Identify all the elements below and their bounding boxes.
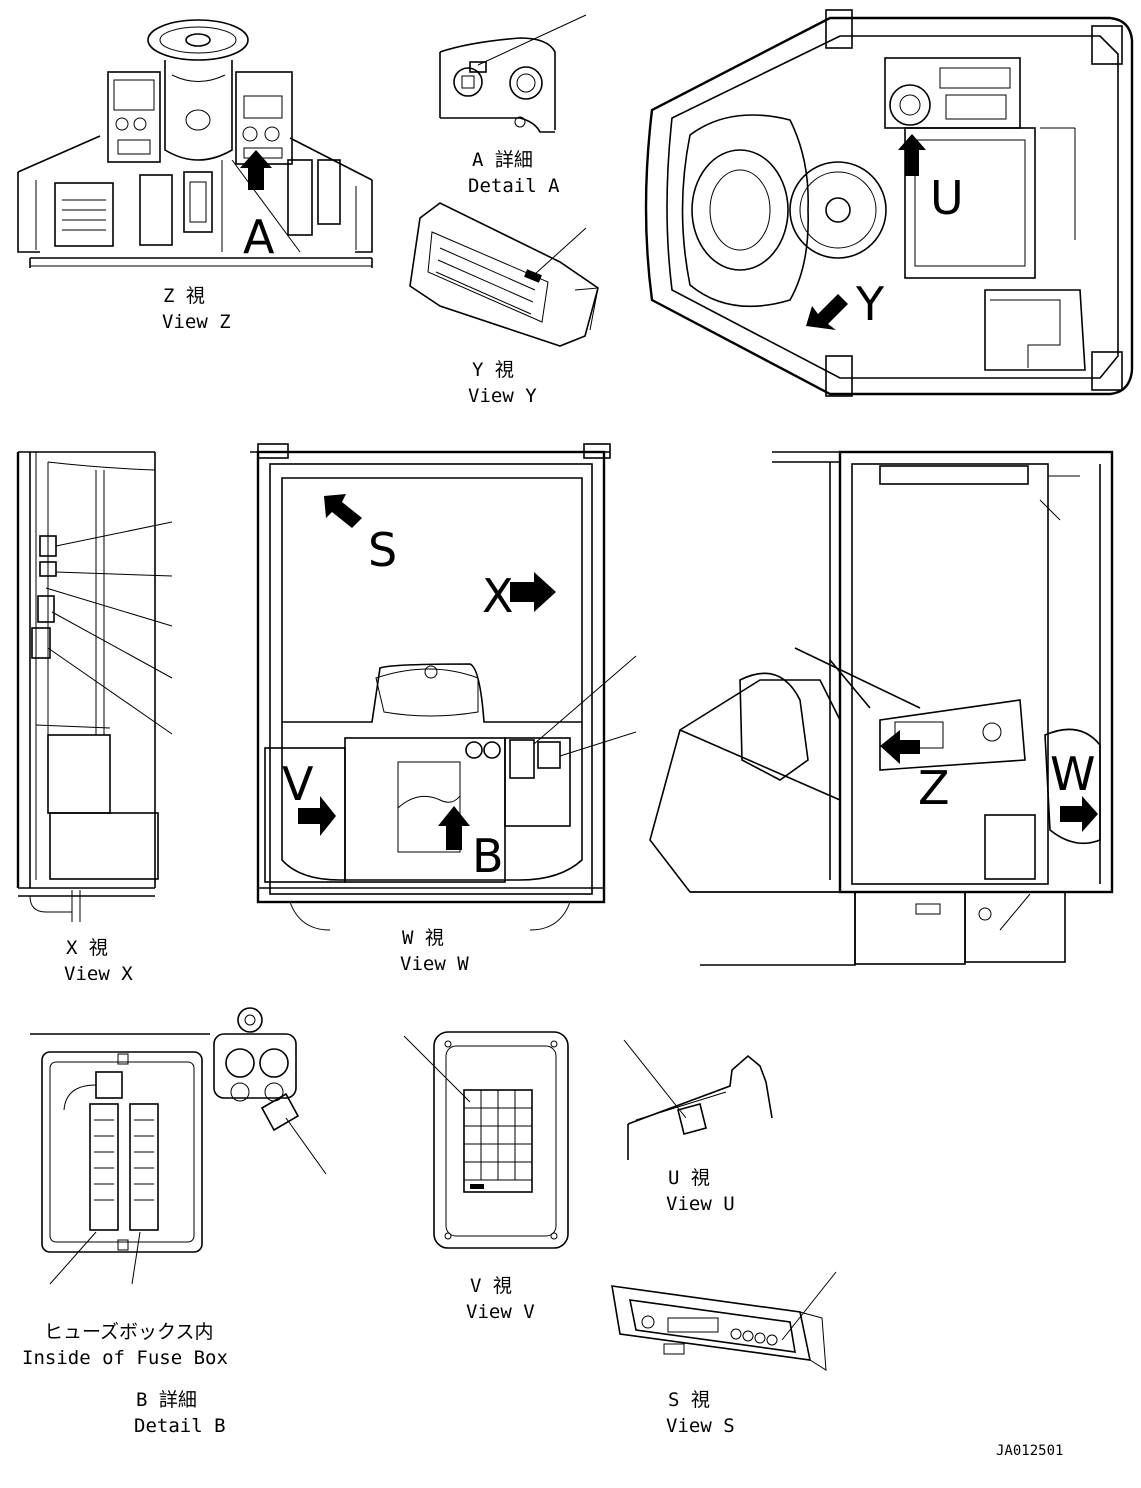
- view-u-title-en: View U: [666, 1193, 735, 1215]
- view-v-title-jp: V 視: [470, 1275, 512, 1297]
- view-y-drawing: [409, 202, 599, 347]
- view-w-drawing: S X V B: [250, 443, 637, 931]
- view-y-title-jp: Y 視: [472, 359, 514, 381]
- top-view-letter-y: Y: [855, 277, 885, 331]
- view-z-letter-a: A: [243, 210, 275, 264]
- detail-a-drawing: [439, 14, 587, 133]
- view-y-title-en: View Y: [468, 385, 537, 407]
- detail-b-title-en: Detail B: [134, 1415, 226, 1437]
- side-view-drawing: Z W: [649, 450, 1114, 966]
- view-w-letter-b: B: [472, 829, 504, 883]
- view-z-title-en: View Z: [162, 311, 231, 333]
- top-view-drawing: U Y: [644, 9, 1134, 397]
- top-view-letter-u: U: [930, 171, 964, 225]
- view-x-title-jp: X 視: [66, 937, 108, 959]
- view-s-drawing: [611, 1271, 837, 1371]
- view-v-title-en: View V: [466, 1301, 535, 1323]
- view-x-title-en: View X: [64, 963, 133, 985]
- view-v-drawing: [403, 1031, 569, 1249]
- detail-b-inside-jp: ヒューズボックス内: [44, 1321, 213, 1343]
- detail-b-drawing: [30, 1007, 327, 1285]
- view-s-title-en: View S: [666, 1415, 735, 1437]
- detail-b-title-jp: B 詳細: [136, 1389, 197, 1411]
- view-z-title-jp: Z 視: [163, 285, 205, 307]
- view-u-drawing: [623, 1039, 773, 1160]
- side-view-letter-z: Z: [918, 761, 950, 815]
- side-view-letter-w: W: [1050, 747, 1095, 801]
- view-w-letter-x: X: [482, 569, 514, 623]
- view-s-title-jp: S 視: [668, 1389, 710, 1411]
- view-z-drawing: A: [17, 19, 373, 268]
- view-w-title-jp: W 視: [402, 927, 444, 949]
- drawing-number: JA012501: [996, 1443, 1063, 1459]
- detail-a-title-jp: A 詳細: [472, 149, 533, 171]
- view-u-title-jp: U 視: [668, 1167, 710, 1189]
- detail-b-inside-en: Inside of Fuse Box: [22, 1347, 228, 1369]
- view-w-letter-v: V: [282, 757, 314, 811]
- view-x-drawing: [16, 451, 173, 922]
- view-w-letter-s: S: [368, 523, 397, 577]
- view-w-title-en: View W: [400, 953, 469, 975]
- detail-a-title-en: Detail A: [468, 175, 560, 197]
